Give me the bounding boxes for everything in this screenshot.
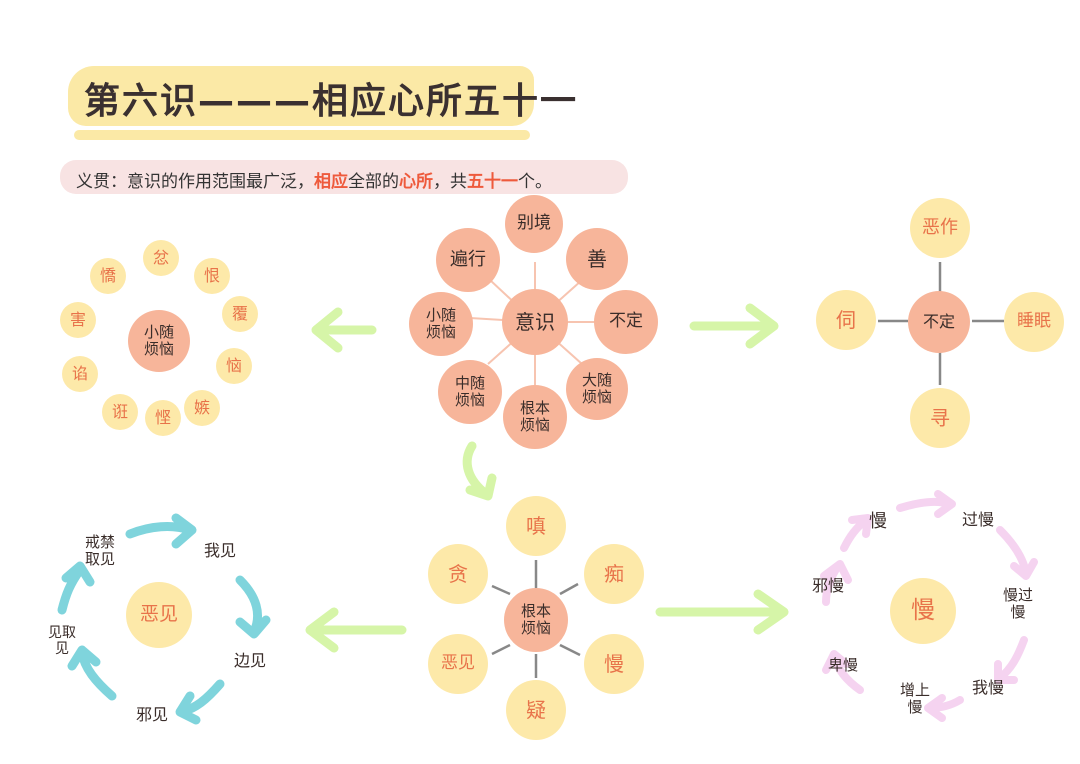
center-petal: 遍行: [436, 228, 500, 292]
small-affliction-item: 诳: [102, 394, 138, 430]
pride-item: 增上 慢: [899, 680, 930, 716]
root-affliction-item: 慢: [584, 634, 644, 694]
subtitle-hl-2: 心所: [399, 172, 433, 192]
root-spokes: [491, 560, 581, 678]
pride-item: 慢: [869, 510, 887, 532]
indeterminate-item: 恶作: [910, 198, 970, 258]
pride-item: 过慢: [961, 509, 994, 529]
pride-item: 卑慢: [827, 656, 858, 675]
subtitle-suffix: 个。: [518, 172, 552, 192]
small-affliction-item: 谄: [62, 356, 98, 392]
pink-cycle: [820, 490, 1038, 722]
page-title: 第六识———相应心所五十一: [84, 81, 579, 122]
small-affliction-item: 悭: [145, 400, 181, 436]
subtitle-mid2: ，共: [433, 172, 467, 192]
teal-cycle: [57, 513, 271, 725]
root-affliction-item: 恶见: [428, 634, 488, 694]
wrong-view-item: 边见: [233, 650, 266, 670]
center-petal: 大随 烦恼: [566, 358, 628, 420]
indeterminate-item: 睡眠: [1004, 292, 1064, 352]
small-affliction-item: 恨: [194, 258, 230, 294]
title-highlight: [68, 66, 534, 126]
center-petal: 根本 烦恼: [503, 385, 567, 449]
center-petal: 善: [566, 228, 628, 290]
subtitle: 义贯：意识的作用范围最广泛，相应全部的心所，共五十一个。: [76, 167, 552, 192]
small-affliction-item: 嫉: [184, 390, 220, 426]
small-affliction-item: 憍: [90, 258, 126, 294]
pride-item: 慢过 慢: [1002, 585, 1033, 621]
root-affliction-item: 疑: [506, 680, 566, 740]
subtitle-prefix: 义贯：意识的作用范围最广泛，: [76, 172, 314, 192]
root-affliction-item: 贪: [428, 544, 488, 604]
wrong-view-item: 见取 见: [48, 624, 76, 657]
root-afflictions-hub: 根本 烦恼: [504, 588, 568, 652]
indeterminate-item: 伺: [816, 290, 876, 350]
wrong-views-hub: 恶见: [126, 582, 192, 648]
root-affliction-item: 痴: [584, 544, 644, 604]
small-afflictions-hub: 小随 烦恼: [128, 310, 190, 372]
center-hub: 意识: [502, 289, 568, 355]
small-affliction-item: 恼: [216, 348, 252, 384]
wrong-view-item: 邪见: [135, 704, 168, 724]
small-affliction-item: 忿: [143, 240, 179, 276]
pride-item: 邪慢: [811, 575, 844, 595]
center-petal: 中随 烦恼: [438, 360, 502, 424]
center-petal: 小随 烦恼: [409, 292, 473, 356]
pride-hub: 慢: [890, 578, 956, 644]
subtitle-hl-1: 相应: [314, 172, 348, 192]
small-affliction-item: 害: [60, 302, 96, 338]
green-arrows: [305, 303, 789, 653]
indeterminate-item: 寻: [910, 388, 970, 448]
wrong-view-item: 我见: [203, 540, 236, 560]
subtitle-hl-3: 五十一: [467, 172, 518, 192]
title-underline: [74, 130, 530, 140]
indeterminate-hub: 不定: [908, 291, 970, 353]
wrong-view-item: 戒禁 取见: [84, 532, 115, 568]
center-petal: 不定: [594, 290, 658, 354]
subtitle-highlight: [60, 160, 628, 194]
indeterminate-cross: [878, 262, 1004, 385]
root-affliction-item: 嗔: [506, 496, 566, 556]
pride-item: 我慢: [971, 677, 1004, 697]
center-petal: 别境: [505, 195, 563, 253]
small-affliction-item: 覆: [222, 296, 258, 332]
subtitle-mid: 全部的: [348, 172, 399, 192]
